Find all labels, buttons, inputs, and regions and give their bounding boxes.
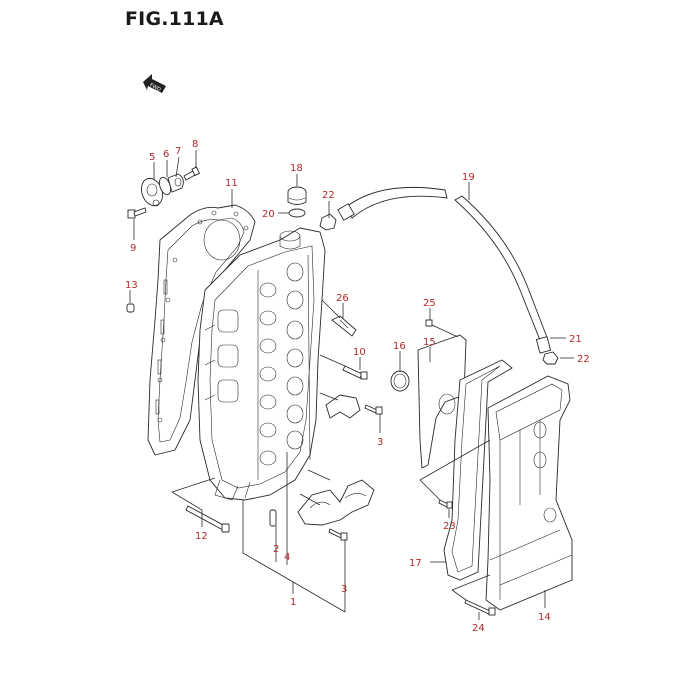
callout-11[interactable]: 11	[225, 178, 238, 189]
bolt-8-part[interactable]	[183, 166, 201, 181]
breather-hose-part[interactable]	[337, 186, 552, 354]
callout-9[interactable]: 9	[130, 243, 136, 254]
callout-24[interactable]: 24	[472, 623, 485, 634]
plate-part[interactable]	[417, 334, 467, 469]
callout-19[interactable]: 19	[462, 172, 475, 183]
callout-labels: 5 6 7 8 9 11 13 18 20 22 19 26 10 3 16 2…	[125, 139, 590, 634]
bolt-10-part[interactable]	[342, 365, 368, 380]
dowel-2-part[interactable]	[269, 509, 277, 527]
bolt-9-part[interactable]	[127, 207, 147, 219]
cylinder-head-cover-part[interactable]	[485, 375, 573, 611]
dowel-13-part[interactable]	[126, 303, 135, 313]
spark-plug-part[interactable]	[331, 315, 357, 337]
callout-12[interactable]: 12	[195, 531, 208, 542]
figure-title: FIG.111A	[125, 8, 224, 30]
clip-22-lower-part[interactable]	[542, 351, 559, 365]
callout-4[interactable]: 4	[284, 552, 290, 563]
cam-cap-upper-part[interactable]	[325, 394, 361, 419]
bolt-3-lower-part[interactable]	[328, 528, 348, 541]
callout-21[interactable]: 21	[569, 334, 582, 345]
callout-10[interactable]: 10	[353, 347, 366, 358]
callout-25[interactable]: 25	[423, 298, 436, 309]
oil-filler-cap-part[interactable]	[287, 186, 307, 205]
callout-17[interactable]: 17	[409, 558, 422, 569]
callout-20[interactable]: 20	[262, 209, 275, 220]
clip-22-upper-part[interactable]	[319, 213, 337, 231]
bolt-23-part[interactable]	[438, 499, 453, 509]
callout-18[interactable]: 18	[290, 163, 303, 174]
callout-6[interactable]: 6	[163, 149, 169, 160]
leader-lines	[129, 150, 574, 620]
callout-23[interactable]: 23	[443, 521, 456, 532]
callout-2[interactable]: 2	[273, 544, 279, 555]
screw-25-part[interactable]	[425, 319, 433, 327]
callout-22-lower[interactable]: 22	[577, 354, 590, 365]
bolt-24-part[interactable]	[464, 599, 496, 616]
cover-gasket-part[interactable]	[443, 359, 513, 581]
bolt-12-part[interactable]	[185, 505, 230, 533]
o-ring-20-part[interactable]	[288, 208, 306, 218]
thermostat-part[interactable]	[167, 173, 184, 193]
callout-5[interactable]: 5	[149, 152, 155, 163]
fwd-arrow-icon: FWD	[143, 74, 166, 93]
bolt-3-upper-part[interactable]	[364, 404, 383, 415]
callout-7[interactable]: 7	[175, 146, 181, 157]
callout-14[interactable]: 14	[538, 612, 551, 623]
callout-15[interactable]: 15	[423, 337, 436, 348]
cam-cap-lower-part[interactable]	[297, 479, 375, 526]
cylinder-head-part[interactable]	[197, 227, 326, 501]
o-ring-16-part[interactable]	[390, 370, 410, 392]
callout-8[interactable]: 8	[192, 139, 198, 150]
callout-16[interactable]: 16	[393, 341, 406, 352]
callout-1[interactable]: 1	[290, 597, 296, 608]
callout-3-lower[interactable]: 3	[341, 584, 347, 595]
callout-13[interactable]: 13	[125, 280, 138, 291]
callout-3-upper[interactable]: 3	[377, 437, 383, 448]
callout-26[interactable]: 26	[336, 293, 349, 304]
callout-22-upper[interactable]: 22	[322, 190, 335, 201]
fwd-label: FWD	[149, 82, 162, 93]
